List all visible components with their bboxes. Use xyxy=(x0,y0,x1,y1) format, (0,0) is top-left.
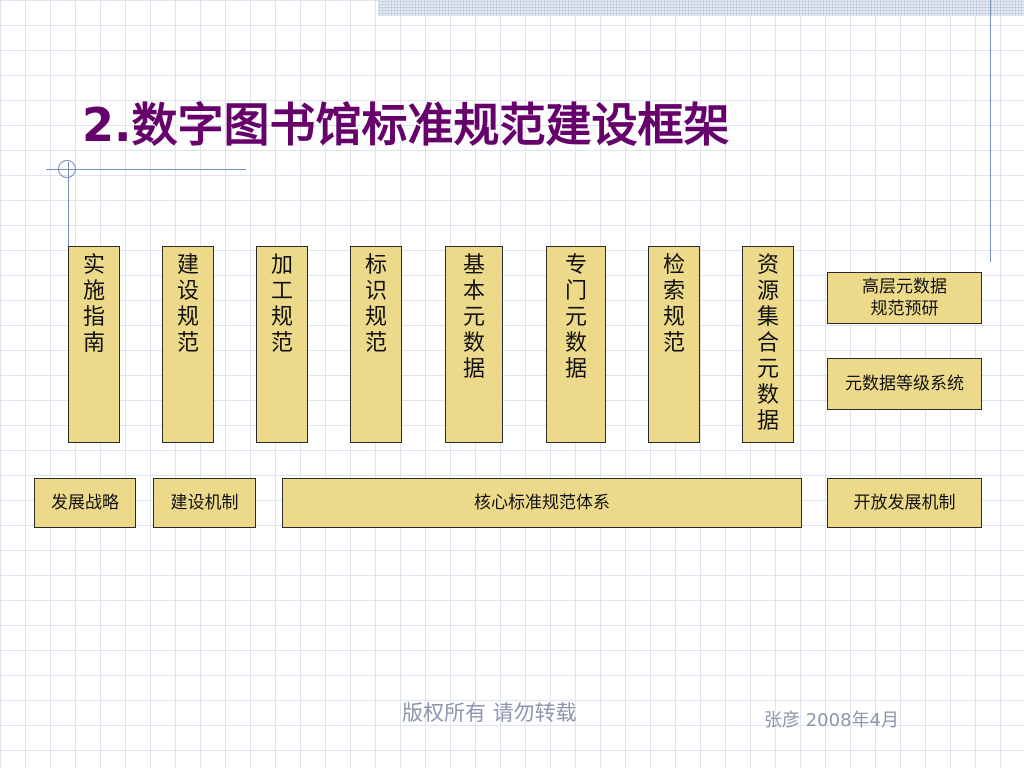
column-label: 建设规范 xyxy=(176,253,199,356)
base-box-mechanism[interactable]: 建设机制 xyxy=(153,478,256,528)
slide-title: 2.数字图书馆标准规范建设框架 xyxy=(82,98,730,152)
column-label: 基本元数据 xyxy=(462,253,485,382)
column-box-identifier-spec[interactable]: 标识规范 xyxy=(350,246,402,443)
column-box-collection-metadata[interactable]: 资源集合元数据 xyxy=(742,246,794,443)
column-label: 检索规范 xyxy=(662,253,685,356)
base-box-core-system[interactable]: 核心标准规范体系 xyxy=(282,478,802,528)
left-vertical-rule xyxy=(68,162,69,268)
base-box-open-mechanism[interactable]: 开放发展机制 xyxy=(827,478,982,528)
column-box-implementation-guide[interactable]: 实施指南 xyxy=(68,246,120,443)
title-underline-rule xyxy=(46,169,246,170)
column-box-special-metadata[interactable]: 专门元数据 xyxy=(546,246,606,443)
circle-mark-icon xyxy=(58,160,76,178)
side-box-high-level-metadata[interactable]: 高层元数据 规范预研 xyxy=(827,272,982,324)
side-box-metadata-levels[interactable]: 元数据等级系统 xyxy=(827,358,982,410)
top-decorative-band xyxy=(378,0,1024,16)
column-box-basic-metadata[interactable]: 基本元数据 xyxy=(445,246,503,443)
column-label: 资源集合元数据 xyxy=(756,253,779,434)
column-box-construction-spec[interactable]: 建设规范 xyxy=(162,246,214,443)
column-label: 加工规范 xyxy=(270,253,293,356)
footer-copyright: 版权所有 请勿转载 xyxy=(402,701,577,725)
base-box-strategy[interactable]: 发展战略 xyxy=(34,478,136,528)
footer-author-date: 张彦 2008年4月 xyxy=(764,710,899,731)
column-box-processing-spec[interactable]: 加工规范 xyxy=(256,246,308,443)
column-label: 实施指南 xyxy=(82,253,105,356)
right-vertical-rule xyxy=(990,0,991,262)
column-label: 专门元数据 xyxy=(564,253,587,382)
column-label: 标识规范 xyxy=(364,253,387,356)
column-box-retrieval-spec[interactable]: 检索规范 xyxy=(648,246,700,443)
